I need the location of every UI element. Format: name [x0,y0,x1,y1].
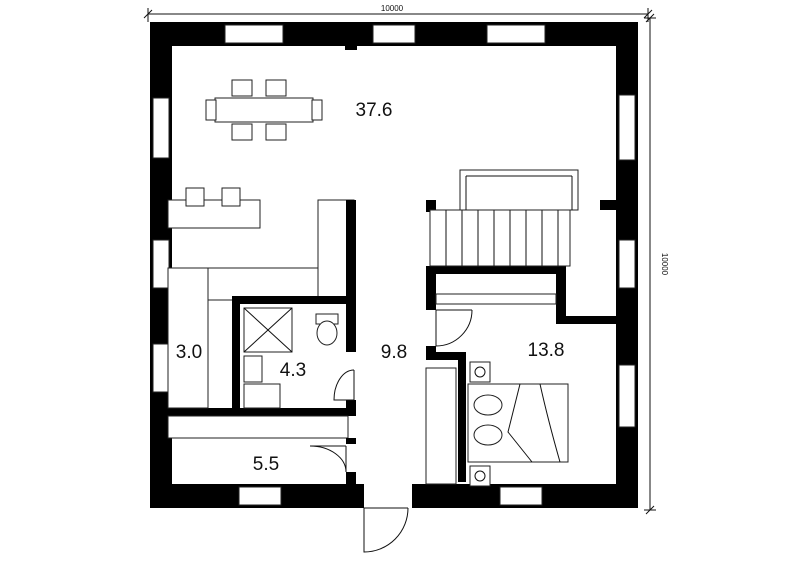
bedroom-area: 13.8 [528,340,565,361]
bed [467,361,569,487]
doors [309,309,473,553]
room-labels: 37.6 3.0 4.3 9.8 13.8 5.5 [176,100,565,475]
storage-area: 5.5 [253,454,279,475]
dining-table [205,79,323,141]
hall-area: 9.8 [381,342,407,363]
height-dimension-label: 10000 [660,253,669,276]
kitchen-area: 3.0 [176,342,202,363]
living-room-area: 37.6 [356,100,393,121]
dimension-top: 10000 [143,4,653,22]
bathroom-area: 4.3 [280,360,306,381]
dimension-right: 10000 [644,13,669,515]
kitchen-counter [167,187,261,409]
windows [152,24,636,506]
staircase [429,169,579,267]
interior-walls [167,199,618,486]
bathroom-fixtures [243,307,339,409]
width-dimension-label: 10000 [381,4,404,13]
